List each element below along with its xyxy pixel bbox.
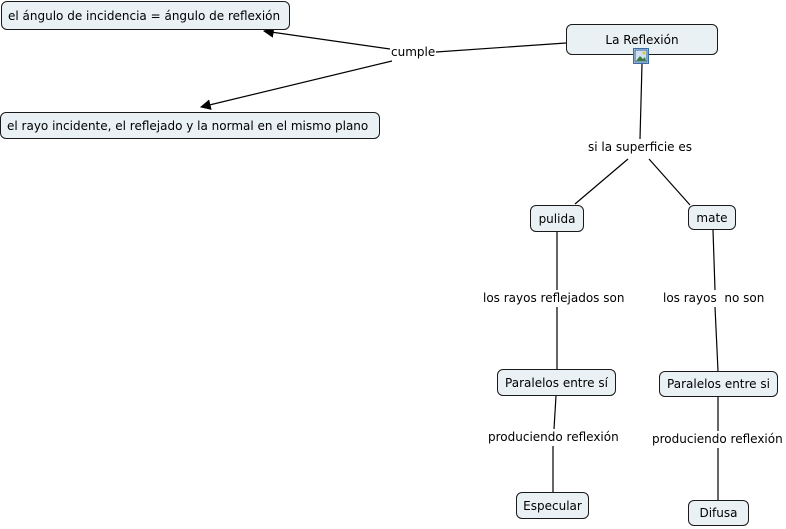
node-paralelos-entre-si-mate[interactable]: Paralelos entre si [659,371,778,397]
image-icon[interactable] [633,48,649,64]
line-paralelos-produciendo [553,395,557,430]
line-superficie-mate [648,158,691,206]
line-mate-rayos-no [712,229,716,291]
line-rayos-no-paralelos [714,306,719,372]
line-cumple-plane [199,60,393,110]
node-mate[interactable]: mate [688,205,736,230]
node-mismo-plano[interactable]: el rayo incidente, el reflejado y la nor… [0,112,380,139]
line-root-cumple [435,42,567,53]
node-pulida[interactable]: pulida [530,205,584,232]
link-si-la-superficie-es[interactable]: si la superficie es [587,139,694,155]
line-superficie-pulida [574,158,629,205]
link-produciendo-reflexion-difusa[interactable]: produciendo reflexión [651,431,784,447]
node-difusa[interactable]: Difusa [688,500,749,526]
node-angulo-incidencia[interactable]: el ángulo de incidencia = ángulo de refl… [1,1,290,30]
link-rayos-no-son[interactable]: los rayos no son [662,290,766,306]
link-cumple[interactable]: cumple [390,44,437,60]
link-rayos-reflejados-son[interactable]: los rayos reflejados son [482,290,626,306]
line-cumple-angle [262,27,391,50]
link-produciendo-reflexion-especular[interactable]: produciendo reflexión [487,429,620,445]
node-paralelos-entre-si[interactable]: Paralelos entre sí [497,369,616,396]
line-root-superficie [639,63,643,140]
node-especular[interactable]: Especular [516,492,589,519]
